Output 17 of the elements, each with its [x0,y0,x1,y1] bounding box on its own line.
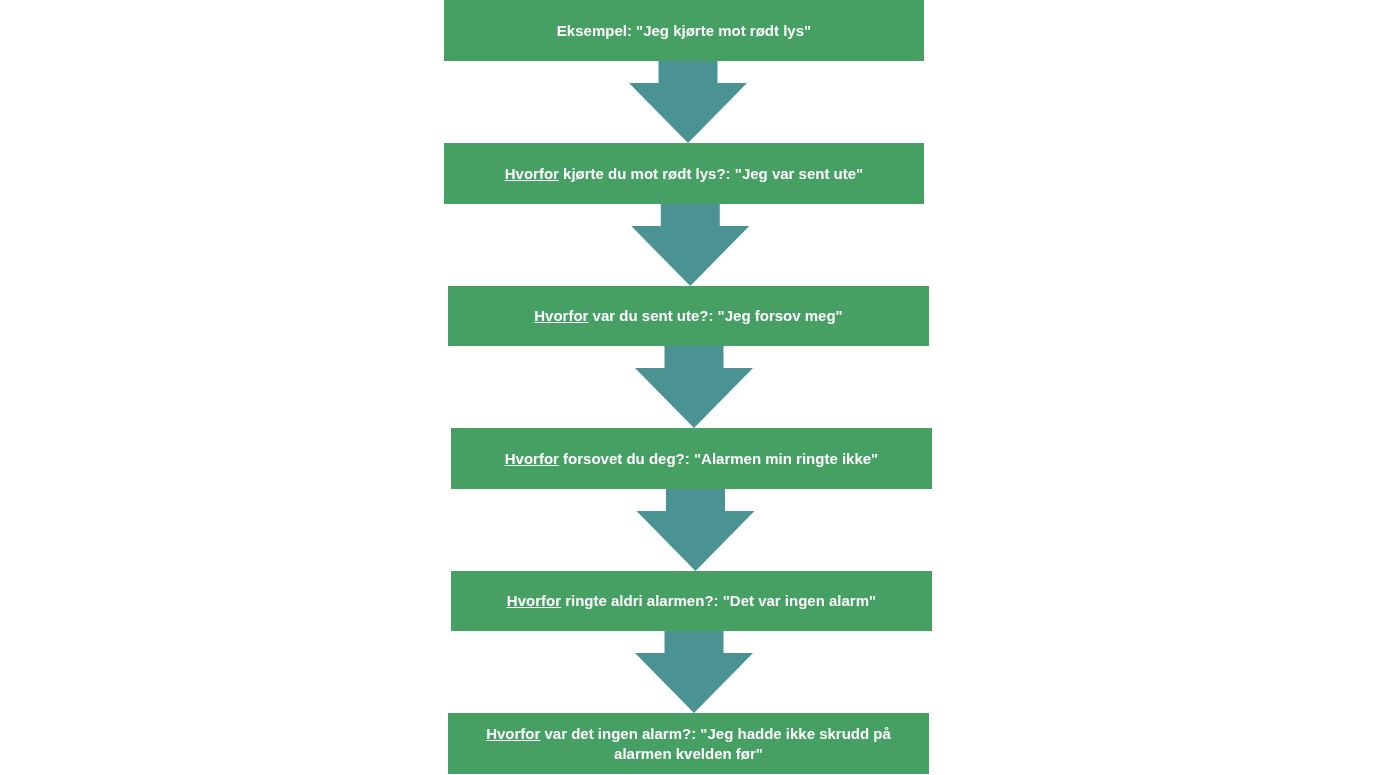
process-box [444,143,924,204]
box-text: Hvorfor var du sent ute?: "Jeg forsov meg" [534,306,843,326]
box-text: Hvorfor var det ingen alarm?: "Jeg hadde ikke skrudd på alarmen kvelden før" [485,723,892,764]
process-box [448,286,929,346]
process-box [448,713,929,774]
process-box [444,0,924,61]
box-text: Hvorfor ringte aldri alarmen?: "Det var ingen alarm" [506,591,877,611]
box-text: Eksempel: "Jeg kjørte mot rødt lys" [556,20,812,41]
process-box [451,428,932,489]
down-arrow [635,631,753,713]
down-arrow [635,346,753,428]
down-arrow [629,61,747,143]
process-box [451,571,932,631]
down-arrow [636,489,755,571]
box-text: Hvorfor forsovet du deg?: "Alarmen min ringte ikke" [504,448,879,469]
box-text: Hvorfor kjørte du mot rødt lys?: "Jeg var sent ute" [504,163,864,184]
down-arrow [631,204,750,286]
